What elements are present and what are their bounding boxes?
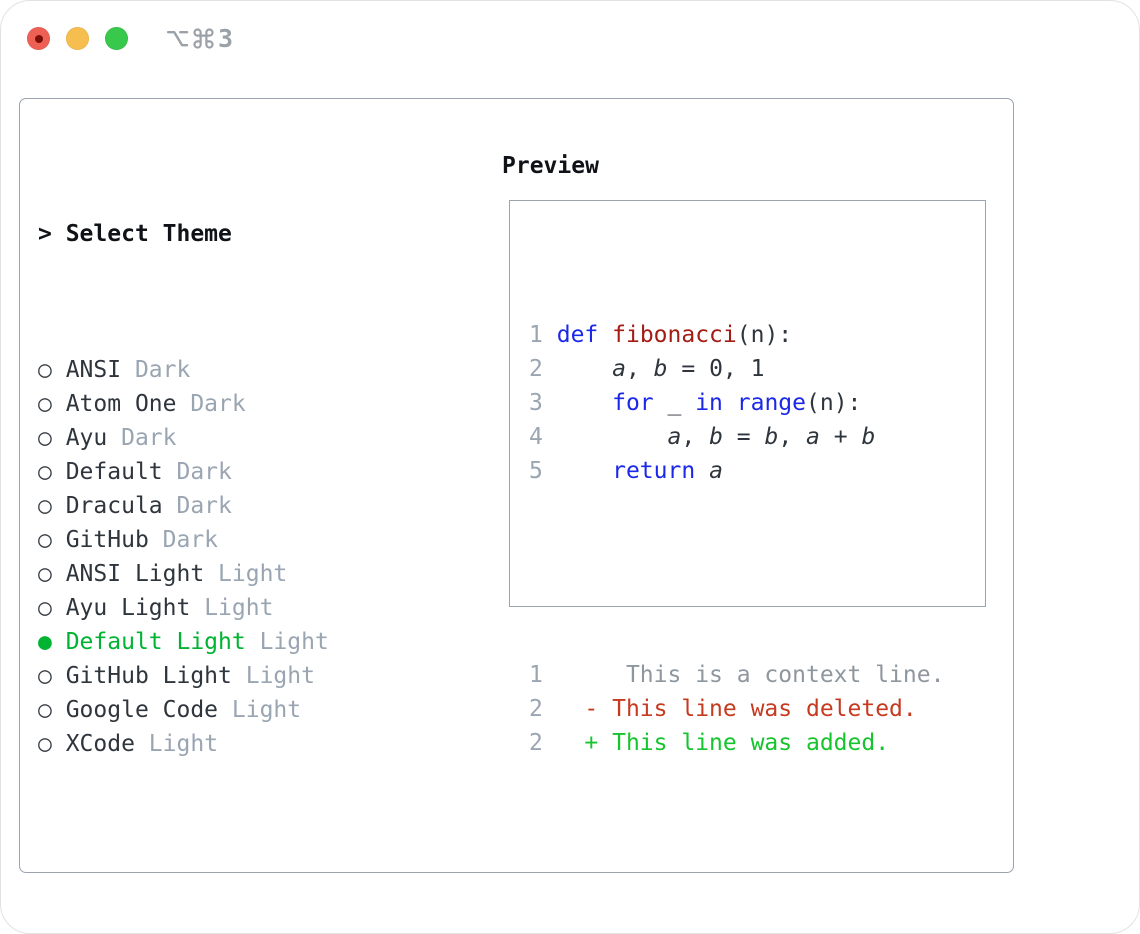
- window-title: 3: [166, 23, 233, 53]
- theme-option-ansi-light-light[interactable]: ○ ANSI Light Light: [38, 557, 426, 591]
- theme-option-atom-one-dark[interactable]: ○ Atom One Dark: [38, 387, 426, 421]
- code-preview: 1 def fibonacci(n): 2 a, b = 0, 1 3 for _ …: [529, 318, 985, 488]
- theme-name: Google Code: [51, 697, 219, 723]
- preview-header: Preview: [502, 153, 599, 179]
- theme-option-dracula-dark[interactable]: ○ Dracula Dark: [38, 489, 426, 523]
- theme-picker-column: >Select Theme ○ ANSI Dark○ Atom One Dark…: [38, 149, 426, 933]
- command-icon: [193, 27, 214, 49]
- radio-unselected-icon: ○: [38, 595, 52, 621]
- code-line: 1 def fibonacci(n):: [529, 322, 793, 348]
- close-button[interactable]: [27, 27, 50, 50]
- theme-name: GitHub: [51, 527, 149, 553]
- preview-box: 1 def fibonacci(n): 2 a, b = 0, 1 3 for _ …: [509, 200, 986, 756]
- theme-option-ansi-dark[interactable]: ○ ANSI Dark: [38, 353, 426, 387]
- line-number: 2: [529, 356, 543, 382]
- theme-name: Ayu: [51, 425, 108, 451]
- theme-variant: Dark: [162, 493, 232, 519]
- line-number: 3: [529, 390, 543, 416]
- theme-name: ANSI: [51, 357, 122, 383]
- theme-variant: Dark: [162, 459, 232, 485]
- radio-unselected-icon: ○: [38, 663, 52, 689]
- theme-option-default-light-light[interactable]: ● Default Light Light: [38, 625, 426, 659]
- theme-list: ○ ANSI Dark○ Atom One Dark○ Ayu Dark○ De…: [38, 353, 426, 761]
- traffic-lights: [27, 27, 128, 50]
- line-number: 4: [529, 424, 543, 450]
- radio-unselected-icon: ○: [38, 697, 52, 723]
- unsaved-changes-dot-icon: [34, 34, 43, 43]
- radio-unselected-icon: ○: [38, 731, 52, 757]
- diff-preview: 1 This is a context line. 2 - This line w…: [529, 658, 985, 760]
- theme-name: ANSI Light: [51, 561, 205, 587]
- cursor-caret: >: [38, 221, 52, 247]
- theme-picker-panel: >Select Theme ○ ANSI Dark○ Atom One Dark…: [19, 98, 1014, 873]
- radio-selected-icon: ●: [38, 629, 52, 655]
- theme-option-ayu-dark[interactable]: ○ Ayu Dark: [38, 421, 426, 455]
- code-line: 5 return a: [529, 458, 723, 484]
- theme-variant: Dark: [121, 357, 191, 383]
- select-theme-header: > Select Theme: [38, 217, 426, 251]
- theme-variant: Dark: [148, 527, 219, 553]
- theme-name: XCode: [51, 731, 135, 757]
- spacer: [529, 556, 985, 590]
- radio-unselected-icon: ○: [38, 527, 52, 553]
- theme-name: Ayu Light: [51, 595, 191, 621]
- theme-variant: Dark: [176, 391, 246, 417]
- theme-option-github-dark[interactable]: ○ GitHub Dark: [38, 523, 426, 557]
- option-icon: [166, 30, 189, 46]
- line-number: 2: [529, 730, 543, 756]
- theme-option-ayu-light-light[interactable]: ○ Ayu Light Light: [38, 591, 426, 625]
- diff-line: 2 - This line was deleted.: [529, 696, 917, 722]
- code-line: 2 a, b = 0, 1: [529, 356, 765, 382]
- radio-unselected-icon: ○: [38, 425, 52, 451]
- theme-name: Default: [51, 459, 163, 485]
- diff-line: 1 This is a context line.: [529, 662, 945, 688]
- radio-unselected-icon: ○: [38, 493, 52, 519]
- line-number: 1: [529, 662, 543, 688]
- theme-name: Default Light: [51, 629, 246, 655]
- minimize-button[interactable]: [66, 27, 89, 50]
- select-theme-header-label: Select Theme: [65, 221, 232, 247]
- theme-variant: Dark: [107, 425, 177, 451]
- theme-option-xcode-light[interactable]: ○ XCode Light: [38, 727, 426, 761]
- code-line: 3 for _ in range(n):: [529, 390, 862, 416]
- theme-variant: Light: [134, 731, 219, 757]
- theme-variant: Light: [190, 595, 274, 621]
- line-number: 2: [529, 696, 543, 722]
- theme-option-github-light-light[interactable]: ○ GitHub Light Light: [38, 659, 426, 693]
- code-line: 4 a, b = b, a + b: [529, 424, 876, 450]
- theme-variant: Light: [204, 561, 288, 587]
- radio-unselected-icon: ○: [38, 357, 52, 383]
- diff-line: 2 + This line was added.: [529, 730, 890, 756]
- radio-unselected-icon: ○: [38, 561, 52, 587]
- theme-name: Dracula: [51, 493, 163, 519]
- theme-name: GitHub Light: [51, 663, 232, 689]
- line-number: 1: [529, 322, 543, 348]
- zoom-button[interactable]: [105, 27, 128, 50]
- theme-variant: Light: [218, 697, 302, 723]
- radio-unselected-icon: ○: [38, 391, 52, 417]
- line-number: 5: [529, 458, 543, 484]
- theme-name: Atom One: [51, 391, 177, 417]
- theme-option-google-code-light[interactable]: ○ Google Code Light: [38, 693, 426, 727]
- theme-option-default-dark[interactable]: ○ Default Dark: [38, 455, 426, 489]
- radio-unselected-icon: ○: [38, 459, 52, 485]
- theme-variant: Light: [231, 663, 315, 689]
- spacer: [38, 863, 426, 897]
- shortcut-number: 3: [218, 23, 234, 53]
- theme-variant: Light: [245, 629, 329, 655]
